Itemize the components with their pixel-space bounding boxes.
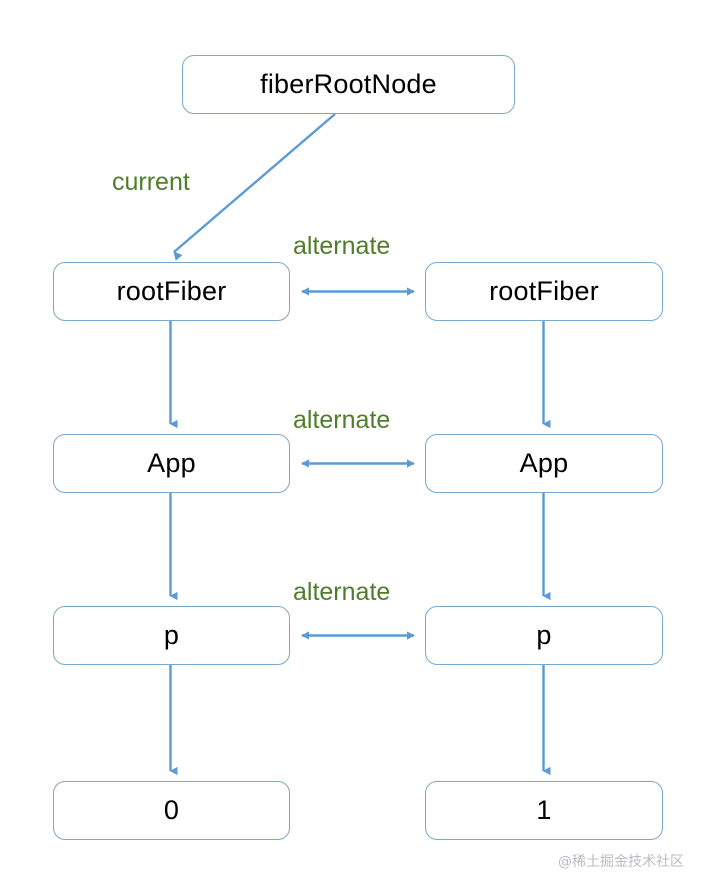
edge-label-alternate-root-fiber: alternate <box>293 232 391 260</box>
node-app-current[interactable]: App <box>53 434 290 493</box>
node-p-current[interactable]: p <box>53 606 290 665</box>
edge-label-current: current <box>112 168 190 196</box>
node-label: App <box>147 448 196 478</box>
node-label: 0 <box>163 795 180 825</box>
watermark: @稀土掘金技术社区 <box>558 854 684 870</box>
node-p-alternate[interactable]: p <box>425 606 663 665</box>
node-zero-current[interactable]: 0 <box>53 781 290 840</box>
node-label: p <box>536 620 552 650</box>
node-one-alternate[interactable]: 1 <box>425 781 663 840</box>
edge-current-arrow <box>173 113 336 261</box>
node-root-fiber-alternate[interactable]: rootFiber <box>425 262 663 321</box>
node-fiber-root-node[interactable]: fiberRootNode <box>182 55 515 114</box>
node-label: p <box>163 620 180 650</box>
node-label: rootFiber <box>116 276 227 306</box>
node-root-fiber-current[interactable]: rootFiber <box>53 262 290 321</box>
node-label: App <box>519 448 569 478</box>
node-app-alternate[interactable]: App <box>425 434 663 493</box>
node-label: 1 <box>536 795 552 825</box>
node-label: fiberRootNode <box>260 69 437 99</box>
edge-label-alternate-app: alternate <box>293 406 391 434</box>
node-label: rootFiber <box>489 276 599 306</box>
edge-label-alternate-p: alternate <box>293 578 391 606</box>
